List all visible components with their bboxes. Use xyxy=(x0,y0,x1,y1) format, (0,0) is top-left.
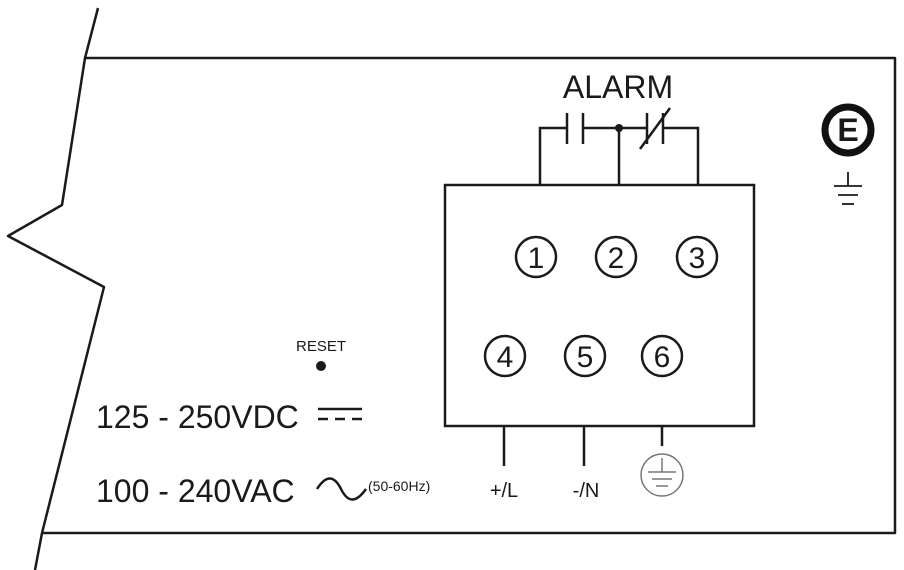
nc-contact-slash xyxy=(638,107,672,150)
terminal-6: 6 xyxy=(640,334,684,378)
terminal-5: 5 xyxy=(563,334,607,378)
earth-badge-ring xyxy=(821,103,875,157)
terminal-5-ring xyxy=(563,334,607,378)
terminal-3-ring xyxy=(675,235,719,279)
terminal-6-number: 6 xyxy=(654,341,671,374)
earth-badge: E xyxy=(821,103,875,205)
terminal-1: 1 xyxy=(514,235,558,279)
protective-earth-icon xyxy=(640,453,684,497)
reset-button[interactable] xyxy=(316,361,326,371)
terminal-3: 3 xyxy=(675,235,719,279)
ac-frequency-range: (50-60Hz) xyxy=(368,478,430,494)
ac-voltage-range: 100 - 240VAC xyxy=(96,473,295,509)
ground-icon xyxy=(834,172,862,205)
terminal-5-number: 5 xyxy=(577,341,594,374)
positive-line-label: +/L xyxy=(490,480,518,502)
terminal-1-ring xyxy=(514,235,558,279)
common-junction-dot xyxy=(615,124,623,132)
reset-label: RESET xyxy=(296,338,346,355)
terminal-6-ring xyxy=(640,334,684,378)
terminal-block-frame xyxy=(443,183,756,428)
dc-voltage-range: 125 - 250VDC xyxy=(96,399,299,435)
alarm-wiring xyxy=(538,126,700,185)
terminal-2: 2 xyxy=(594,235,638,279)
panel-outline xyxy=(6,7,897,570)
alarm-contact-schematic: ALARM xyxy=(538,69,700,185)
terminal-block: 1 2 3 4 5 6 +/L -/N xyxy=(443,183,756,502)
terminal-4: 4 xyxy=(483,334,527,378)
ac-sine-icon xyxy=(315,477,368,501)
earth-badge-letter: E xyxy=(837,112,858,148)
reset-control[interactable]: RESET xyxy=(296,338,346,371)
terminal-4-number: 4 xyxy=(497,341,514,374)
terminal-3-number: 3 xyxy=(689,242,706,275)
terminal-2-number: 2 xyxy=(608,242,625,275)
terminal-4-ring xyxy=(483,334,527,378)
negative-neutral-label: -/N xyxy=(573,480,600,502)
dc-symbol-icon xyxy=(318,407,362,421)
terminal-2-ring xyxy=(594,235,638,279)
power-ratings: 125 - 250VDC 100 - 240VAC (50-60Hz) xyxy=(96,399,430,509)
alarm-label: ALARM xyxy=(563,69,673,105)
terminal-1-number: 1 xyxy=(528,242,545,275)
